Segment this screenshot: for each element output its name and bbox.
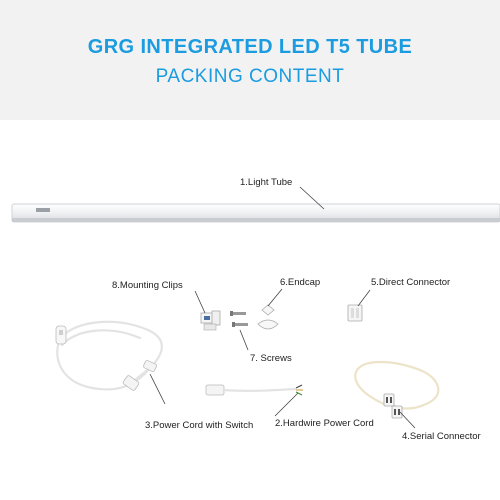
direct-connector-item bbox=[347, 304, 363, 322]
leader-serial-connector bbox=[399, 411, 416, 429]
leader-mounting-clips bbox=[194, 290, 206, 314]
leader-light-tube bbox=[299, 186, 325, 210]
page-title: GRG INTEGRATED LED T5 TUBE bbox=[87, 36, 413, 58]
header-banner: GRG INTEGRATED LED T5 TUBE PACKING CONTE… bbox=[0, 0, 500, 120]
label-light-tube: 1.Light Tube bbox=[240, 177, 293, 188]
leader-screws bbox=[239, 329, 249, 351]
leader-direct-connector bbox=[357, 289, 371, 307]
power-cord-switch-parts bbox=[55, 325, 157, 391]
label-hardwire-cord: 2.Hardwire Power Cord bbox=[275, 418, 374, 429]
label-mounting-clips: 8.Mounting Clips bbox=[112, 280, 183, 291]
hardwire-cord-item bbox=[205, 384, 303, 396]
light-tube-item bbox=[11, 203, 500, 223]
packing-content-area bbox=[0, 120, 500, 500]
leader-hardwire-cord bbox=[274, 392, 299, 417]
page-subtitle: PACKING CONTENT bbox=[155, 66, 345, 87]
endcap-item bbox=[257, 304, 279, 330]
leader-endcap bbox=[267, 288, 283, 307]
mounting-clips-item bbox=[200, 310, 221, 331]
label-screws: 7. Screws bbox=[250, 353, 292, 364]
serial-connector-item bbox=[354, 361, 440, 419]
screws-item bbox=[230, 311, 248, 327]
label-endcap: 6.Endcap bbox=[280, 277, 321, 288]
label-serial-connector: 4.Serial Connector bbox=[402, 431, 481, 442]
label-power-cord-switch: 3.Power Cord with Switch bbox=[145, 420, 254, 431]
leader-power-cord-switch bbox=[149, 373, 166, 405]
label-direct-connector: 5.Direct Connector bbox=[371, 277, 451, 288]
power-cord-switch-item bbox=[56, 320, 163, 391]
